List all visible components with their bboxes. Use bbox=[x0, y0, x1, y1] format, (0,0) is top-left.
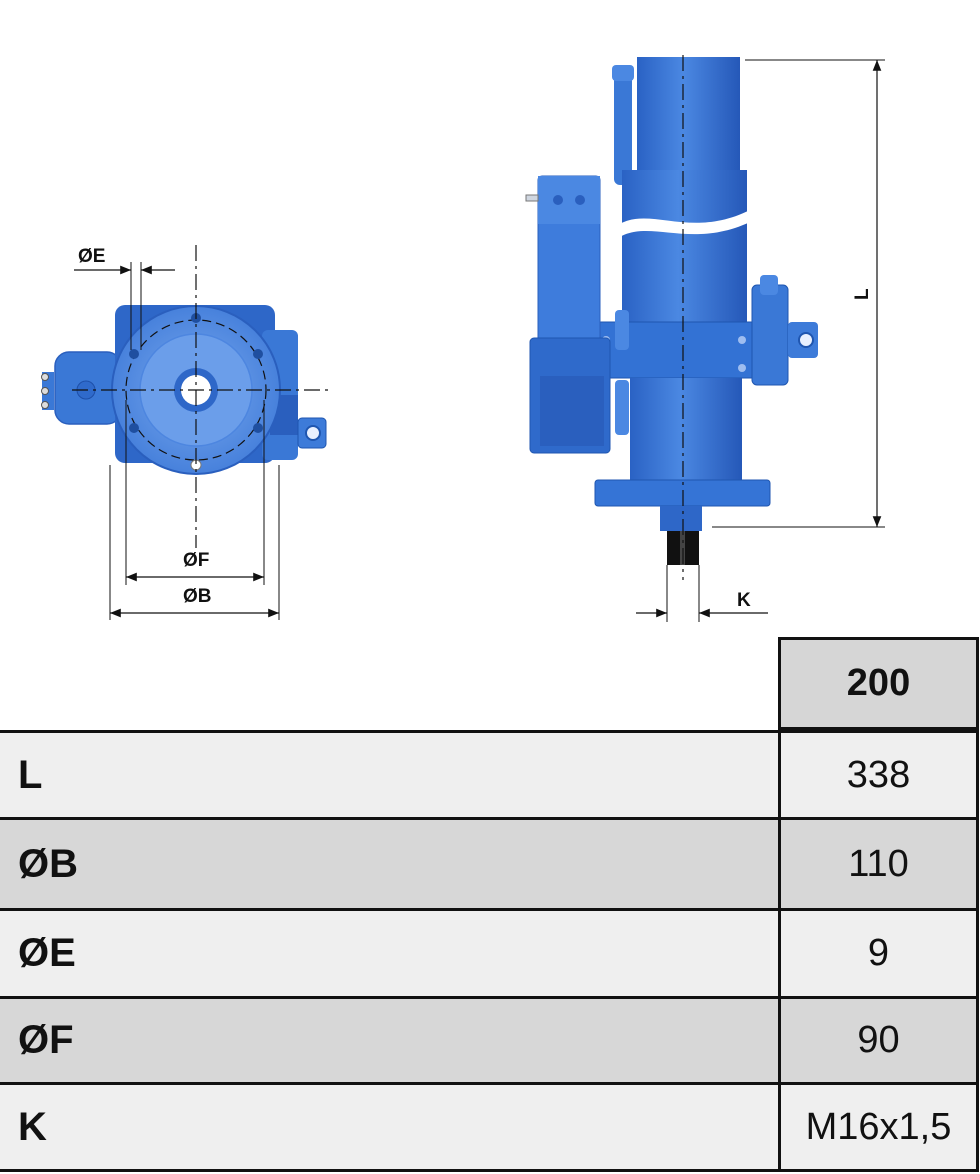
dim-label-b: ØB bbox=[183, 586, 212, 607]
row-value-b: 110 bbox=[778, 817, 979, 911]
row-label-e: ØE bbox=[0, 908, 778, 999]
row-value-e: 9 bbox=[778, 908, 979, 999]
row-value-f: 90 bbox=[778, 996, 979, 1085]
dim-label-f: ØF bbox=[183, 550, 209, 571]
dim-label-e: ØE bbox=[78, 246, 105, 267]
dim-label-k: K bbox=[737, 590, 751, 611]
row-label-l: L bbox=[0, 730, 778, 820]
row-value-l: 338 bbox=[778, 730, 979, 820]
row-label-k: K bbox=[0, 1082, 778, 1172]
row-label-b: ØB bbox=[0, 817, 778, 911]
technical-drawing: ØE ØF ØB bbox=[41, 55, 885, 622]
size-header: 200 bbox=[778, 637, 979, 730]
dim-label-l: L bbox=[852, 288, 873, 300]
side-view: L K bbox=[525, 55, 885, 622]
row-value-k: M16x1,5 bbox=[778, 1082, 979, 1172]
front-view: ØE ØF ØB bbox=[41, 245, 332, 620]
row-label-f: ØF bbox=[0, 996, 778, 1085]
